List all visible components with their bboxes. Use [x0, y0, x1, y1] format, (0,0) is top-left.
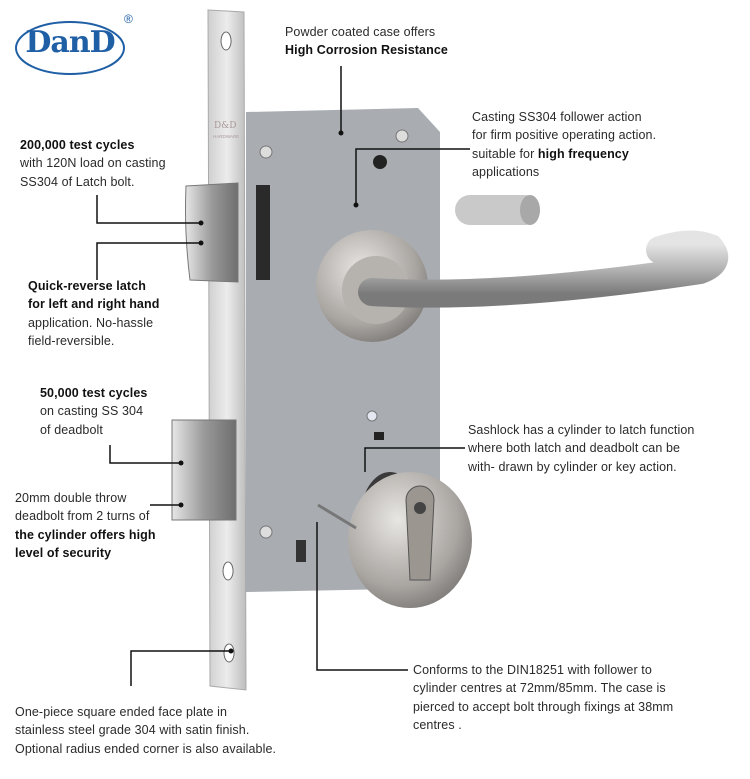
- euro-cylinder: [405, 485, 435, 581]
- logo-ellipse: [15, 21, 125, 75]
- callout-double-throw: 20mm double throw deadbolt from 2 turns …: [15, 489, 156, 562]
- callout-text: high frequency: [537, 146, 629, 161]
- callout-text: Quick-reverse latch: [28, 279, 146, 293]
- lock-case: [246, 108, 440, 592]
- faceplate-brand: D&D: [214, 121, 236, 131]
- callout-text: Powder coated case offers: [285, 25, 436, 39]
- callout-text: High Corrosion Resistance: [285, 43, 448, 58]
- callout-text: deadbolt from 2 turns of: [15, 509, 150, 524]
- callout-text: 50,000 test cycles: [40, 386, 148, 400]
- callout-follower: Casting SS304 follower action for firm p…: [472, 108, 656, 181]
- callout-text: cylinder centres at 72mm/85mm. The case …: [413, 681, 666, 696]
- callout-sashlock: Sashlock has a cylinder to latch functio…: [468, 421, 694, 476]
- brand-logo: DanD: [25, 25, 115, 60]
- callout-text: on casting SS 304: [40, 404, 144, 419]
- callout-text: application. No-hassle: [28, 315, 154, 330]
- callout-text: level of security: [15, 545, 112, 560]
- callout-text: SS304 of Latch bolt.: [20, 174, 135, 189]
- callout-text: Casting SS304 follower action: [472, 110, 642, 124]
- callout-text: the cylinder offers high: [15, 527, 156, 542]
- faceplate-sub: HARDWARE: [213, 134, 239, 139]
- callout-text: Optional radius ended corner is also ava…: [15, 741, 277, 756]
- callout-text: applications: [472, 164, 540, 179]
- callout-case: Powder coated case offers High Corrosion…: [285, 23, 448, 60]
- face-plate: [207, 9, 247, 691]
- lever-handle: [358, 230, 729, 308]
- callout-text: 20mm double throw: [15, 491, 127, 505]
- registered-mark: ®: [124, 12, 133, 26]
- callout-deadbolt-cycles: 50,000 test cycles on casting SS 304 of …: [40, 384, 147, 439]
- callout-text: One-piece square ended face plate in: [15, 705, 228, 719]
- callout-text: where both latch and deadbolt can be: [468, 441, 681, 456]
- callout-text: Conforms to the DIN18251 with follower t…: [413, 663, 652, 677]
- callout-text: 200,000 test cycles: [20, 138, 135, 152]
- callout-text: centres .: [413, 717, 462, 732]
- callout-latch-cycles: 200,000 test cycles with 120N load on ca…: [20, 136, 166, 191]
- callout-text: Sashlock has a cylinder to latch functio…: [468, 423, 695, 437]
- callout-text: for left and right hand: [28, 297, 160, 312]
- leader-lines: [96, 66, 470, 686]
- callout-text: with- drawn by cylinder or key action.: [468, 459, 677, 474]
- callout-text: for firm positive operating action.: [472, 128, 657, 143]
- callout-text: pierced to accept bolt through fixings a…: [413, 699, 674, 714]
- callout-din: Conforms to the DIN18251 with follower t…: [413, 661, 673, 734]
- callout-quick-reverse: Quick-reverse latch for left and right h…: [28, 277, 159, 350]
- latch-bolt: [185, 182, 239, 283]
- callout-text: of deadbolt: [40, 422, 103, 437]
- callout-text: suitable for: [472, 146, 538, 161]
- callout-faceplate: One-piece square ended face plate in sta…: [15, 703, 276, 758]
- callout-text: with 120N load on casting: [20, 156, 166, 171]
- callout-text: stainless steel grade 304 with satin fin…: [15, 723, 250, 738]
- callout-text: suitable for high frequency: [472, 145, 656, 163]
- callout-text: field-reversible.: [28, 333, 115, 348]
